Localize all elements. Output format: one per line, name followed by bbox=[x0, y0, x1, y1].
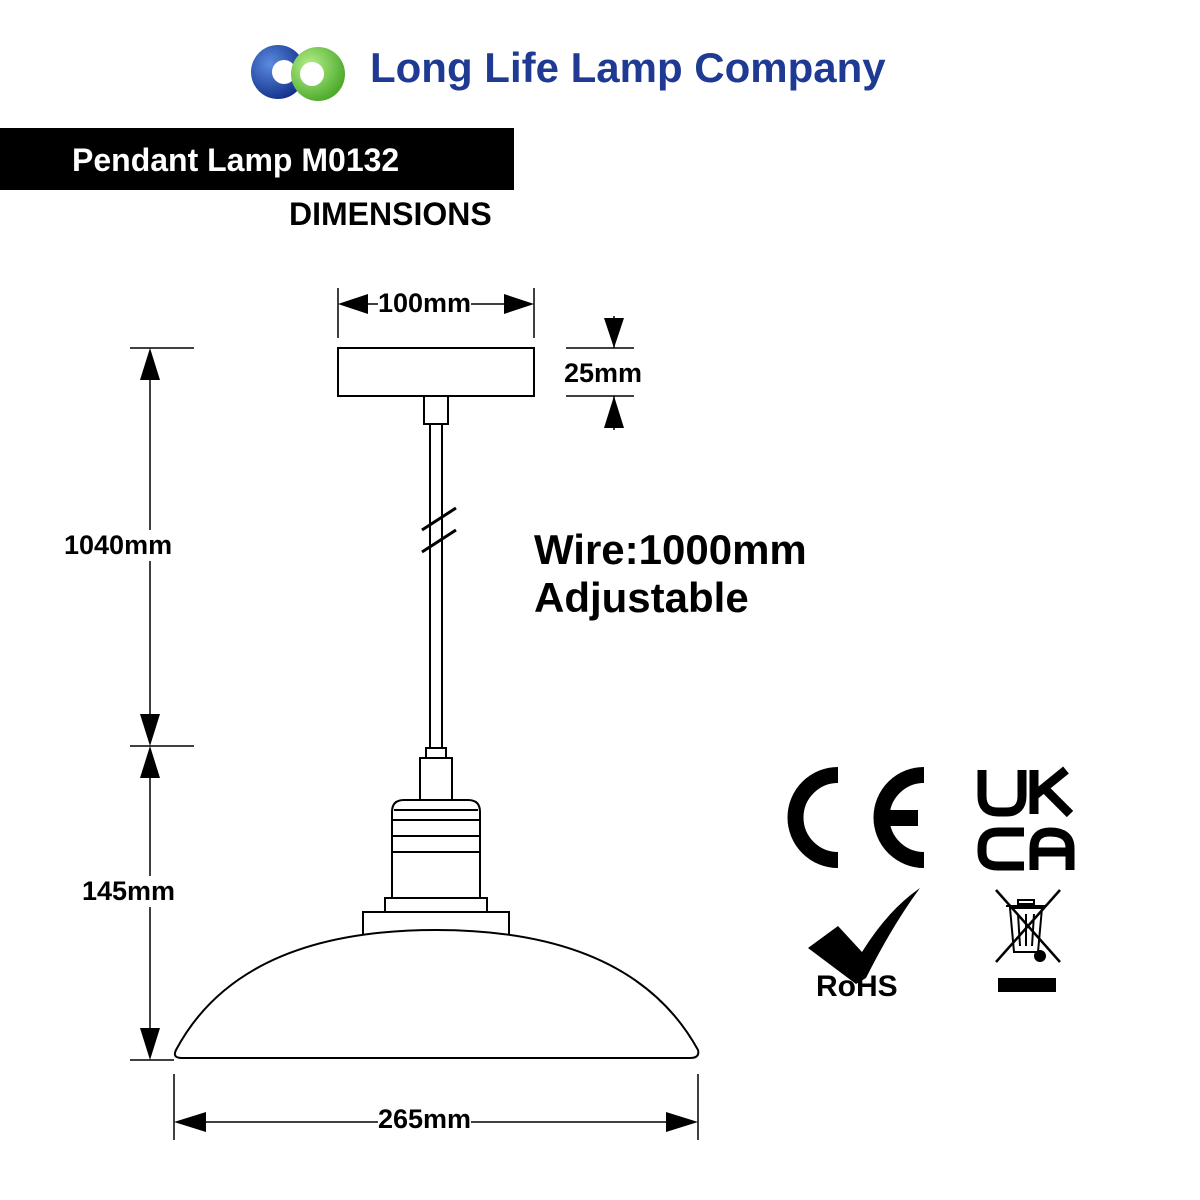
arrow-25-top bbox=[604, 318, 624, 348]
arrow-145-bottom bbox=[140, 1028, 160, 1060]
wire-adjustable: Adjustable bbox=[534, 574, 749, 621]
arrow-265-right bbox=[666, 1112, 698, 1132]
section-label: DIMENSIONS bbox=[289, 196, 492, 232]
product-title: Pendant Lamp M0132 bbox=[72, 142, 400, 178]
lamp-holder bbox=[391, 799, 481, 899]
cord-grip bbox=[423, 395, 449, 425]
wire-length: Wire:1000mm bbox=[534, 526, 807, 573]
arrow-100-right bbox=[504, 294, 534, 314]
dim-canopy-height: 25mm bbox=[564, 358, 643, 389]
dim-shade-width: 265mm bbox=[378, 1104, 472, 1135]
dim-drop-length: 1040mm bbox=[64, 530, 173, 561]
arrow-100-left bbox=[338, 294, 368, 314]
holder-top bbox=[419, 757, 453, 801]
wire-note: Wire:1000mm Adjustable bbox=[534, 526, 807, 622]
holder-base bbox=[384, 897, 488, 913]
holder-neck bbox=[425, 747, 447, 759]
arrow-265-left bbox=[174, 1112, 206, 1132]
arrow-25-bottom bbox=[604, 396, 624, 428]
dim-shade-height: 145mm bbox=[82, 876, 176, 907]
canopy bbox=[337, 347, 535, 397]
arrow-145-top bbox=[140, 746, 160, 778]
dim-canopy-width: 100mm bbox=[378, 288, 472, 319]
lamp-shade bbox=[173, 928, 700, 1059]
arrow-1040-top bbox=[140, 348, 160, 380]
arrow-1040-bottom bbox=[140, 714, 160, 746]
company-name: Long Life Lamp Company bbox=[370, 44, 886, 91]
title-bar bbox=[0, 128, 514, 190]
